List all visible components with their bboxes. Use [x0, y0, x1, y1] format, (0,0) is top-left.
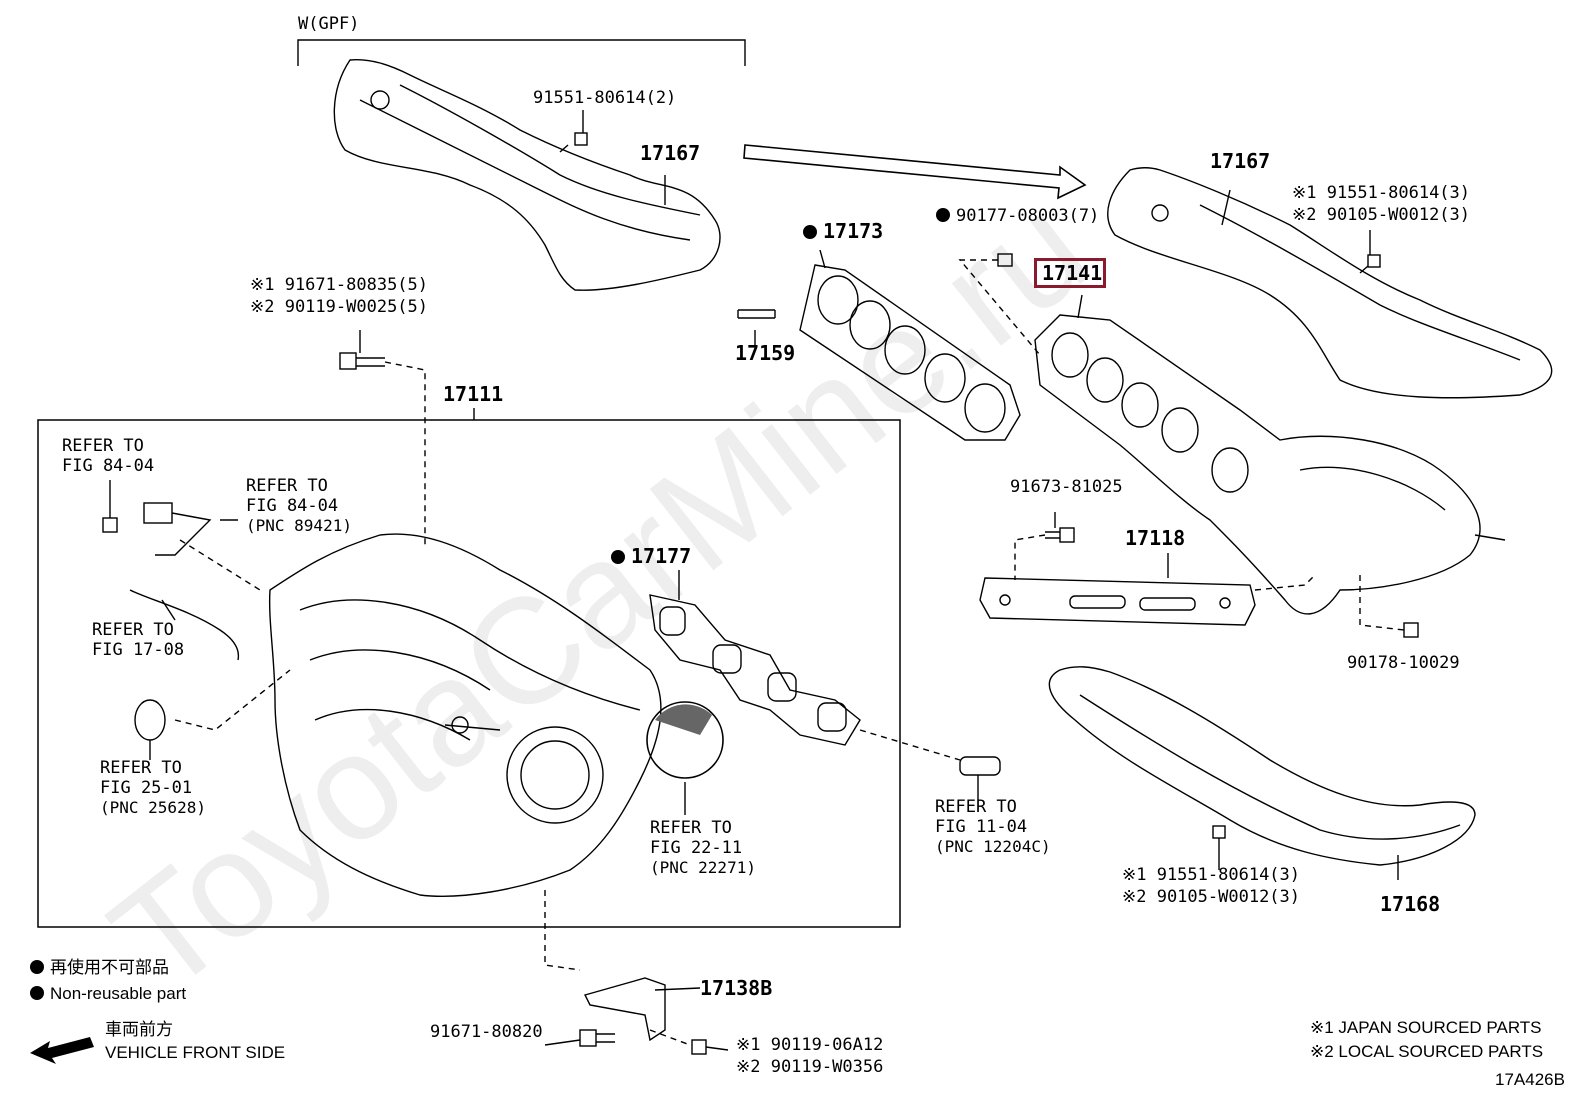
- part-90177-number: 90177-08003(7): [956, 206, 1100, 226]
- part-17167-top[interactable]: 17167: [640, 141, 701, 165]
- part-90177[interactable]: 90177-08003(7): [936, 206, 1099, 226]
- exhaust-manifold-shape: [1034, 314, 1481, 615]
- part-91673[interactable]: 91673-81025: [1010, 477, 1123, 497]
- note-japan[interactable]: ※1 90119-06A12: [736, 1035, 884, 1055]
- part-17173[interactable]: 17173: [803, 220, 883, 242]
- part-17159[interactable]: 17159: [735, 341, 796, 365]
- leader-lines: [109, 110, 1399, 1051]
- part-17177[interactable]: 17177: [611, 545, 691, 567]
- manifold-stay-shape: [979, 577, 1256, 626]
- nonreusable-dot: [30, 960, 44, 974]
- ref-line: REFER TO: [62, 436, 144, 456]
- ref-pnc: (PNC 22271): [650, 858, 756, 877]
- ref-fig-22-11[interactable]: REFER TO FIG 22-11 (PNC 22271): [650, 818, 756, 878]
- front-arrow-icon: [30, 1037, 94, 1064]
- part-17168[interactable]: 17168: [1380, 892, 1441, 916]
- intake-box: [37, 419, 901, 928]
- legend-text: 再使用不可部品: [50, 958, 169, 977]
- part-17141[interactable]: 17141: [1042, 261, 1103, 285]
- part-17173-number: 17173: [823, 219, 884, 243]
- part-17118[interactable]: 17118: [1125, 526, 1186, 550]
- note-japan[interactable]: ※1 91671-80835(5): [250, 275, 429, 295]
- diagram-code: 17A426B: [1495, 1070, 1565, 1089]
- direction-arrow: [743, 144, 1087, 200]
- dashed-guides: [174, 259, 1405, 1046]
- ref-line: FIG 22-11: [650, 838, 743, 858]
- group-bracket: [297, 39, 746, 66]
- note-local[interactable]: ※2 90119-W0356: [736, 1057, 884, 1077]
- note-local[interactable]: ※2 90119-W0025(5): [250, 297, 429, 317]
- ref-pnc: (PNC 89421): [246, 516, 352, 535]
- ref-line: FIG 84-04: [246, 496, 339, 516]
- intake-manifold-shape: [268, 533, 662, 897]
- ref-line: REFER TO: [92, 620, 174, 640]
- part-91551-top[interactable]: 91551-80614(2): [533, 88, 677, 108]
- ref-line: FIG 84-04: [62, 456, 155, 476]
- note-japan[interactable]: ※1 91551-80614(3): [1122, 865, 1301, 885]
- part-17111[interactable]: 17111: [443, 382, 504, 406]
- ref-line: REFER TO: [935, 797, 1017, 817]
- legend-front-jp: 車両前方: [105, 1020, 173, 1039]
- part-90178[interactable]: 90178-10029: [1347, 653, 1460, 673]
- ref-pnc: (PNC 12204C): [935, 837, 1051, 856]
- group-label: W(GPF): [298, 14, 360, 34]
- ref-fig-84-04-b[interactable]: REFER TO FIG 84-04 (PNC 89421): [246, 476, 352, 536]
- ref-line: FIG 11-04: [935, 817, 1028, 837]
- legend-nonreusable-en: Non-reusable part: [30, 984, 186, 1004]
- ref-pnc: (PNC 25628): [100, 798, 206, 817]
- nonreusable-dot: [30, 986, 44, 1000]
- ref-line: REFER TO: [650, 818, 732, 838]
- legend-nonreusable-jp: 再使用不可部品: [30, 958, 169, 978]
- nonreusable-dot: [936, 208, 950, 222]
- ref-line: FIG 25-01: [100, 778, 193, 798]
- footer-japan-sourced: ※1 JAPAN SOURCED PARTS: [1310, 1018, 1542, 1037]
- note-local[interactable]: ※2 90105-W0012(3): [1292, 205, 1471, 225]
- notes-right-top: ※1 91551-80614(3) ※2 90105-W0012(3): [1292, 183, 1470, 225]
- exhaust-gasket-shape: [799, 264, 1021, 441]
- note-local[interactable]: ※2 90105-W0012(3): [1122, 887, 1301, 907]
- ref-fig-17-08[interactable]: REFER TO FIG 17-08: [92, 620, 184, 660]
- heat-insulator-right-shape: [1107, 167, 1553, 399]
- notes-right-bottom: ※1 91551-80614(3) ※2 90105-W0012(3): [1122, 865, 1300, 907]
- fasteners: [102, 132, 1419, 1055]
- intake-gasket-shape: [649, 594, 861, 746]
- ref-fig-25-01[interactable]: REFER TO FIG 25-01 (PNC 25628): [100, 758, 206, 818]
- throttle-gasket-shape: [646, 701, 724, 779]
- legend-front-en: VEHICLE FRONT SIDE: [105, 1043, 286, 1062]
- heat-insulator-lower-shape: [1048, 666, 1476, 866]
- ref-fig-84-04-a[interactable]: REFER TO FIG 84-04: [62, 436, 154, 476]
- ref-line: FIG 17-08: [92, 640, 185, 660]
- bracket-17138b-shape: [583, 977, 666, 1042]
- nonreusable-dot: [803, 225, 817, 239]
- part-17177-number: 17177: [631, 544, 692, 568]
- part-17138b[interactable]: 17138B: [700, 976, 773, 1000]
- part-91671-bottom[interactable]: 91671-80820: [430, 1022, 543, 1042]
- footer-local-sourced: ※2 LOCAL SOURCED PARTS: [1310, 1042, 1544, 1061]
- notes-bottom-bolt: ※1 90119-06A12 ※2 90119-W0356: [736, 1035, 883, 1077]
- ref-fig-11-04[interactable]: REFER TO FIG 11-04 (PNC 12204C): [935, 797, 1051, 857]
- ref-line: REFER TO: [100, 758, 182, 778]
- nonreusable-dot: [611, 550, 625, 564]
- notes-bolt-left: ※1 91671-80835(5) ※2 90119-W0025(5): [250, 275, 428, 317]
- heat-insulator-top-shape: [333, 58, 721, 291]
- highlight-17141-frame: [1034, 258, 1106, 288]
- note-japan[interactable]: ※1 91551-80614(3): [1292, 183, 1471, 203]
- legend-text: Non-reusable part: [50, 984, 187, 1003]
- ref-line: REFER TO: [246, 476, 328, 496]
- part-17167-right[interactable]: 17167: [1210, 149, 1271, 173]
